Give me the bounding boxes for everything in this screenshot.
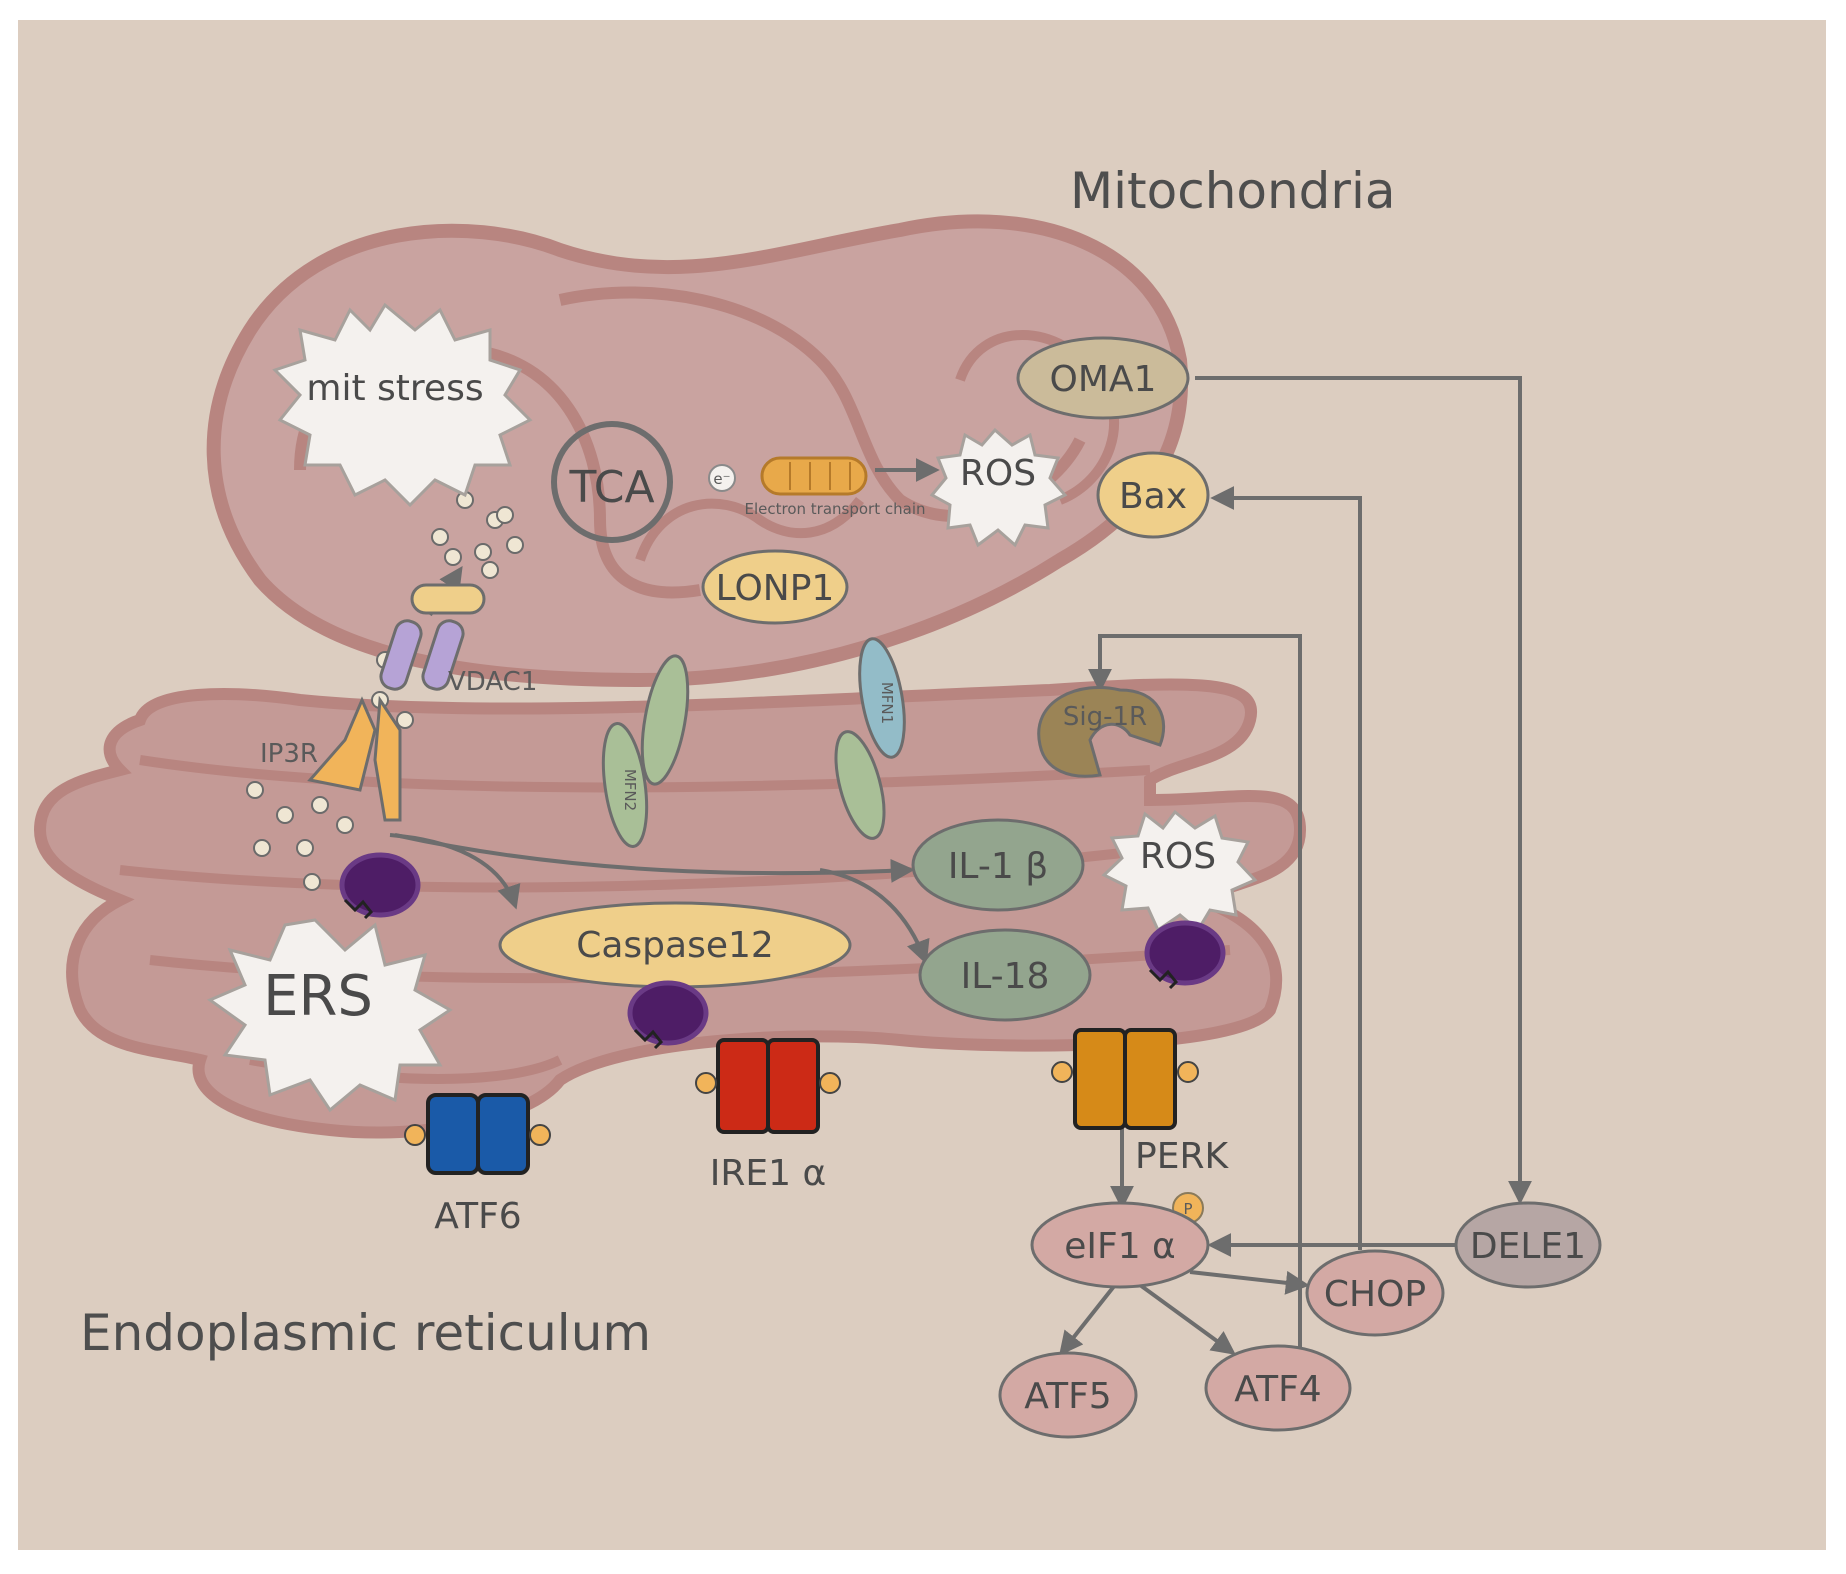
lonp1-node: LONP1 — [701, 549, 849, 625]
calcium-ions — [246, 491, 524, 891]
mfn2-label: MFN2 — [621, 769, 639, 811]
ros-mito-starburst: ROS — [929, 427, 1068, 548]
mitochondria-title: Mitochondria — [1070, 162, 1396, 220]
il1b-node: IL-1 β — [911, 818, 1085, 912]
tca-cycle: TCA — [551, 421, 673, 543]
eif1a-label: eIF1 α — [1064, 1226, 1176, 1267]
il1b-label: IL-1 β — [948, 846, 1048, 887]
chop-label: CHOP — [1324, 1274, 1426, 1315]
dele1-node: DELE1 — [1454, 1201, 1602, 1289]
atf5-node: ATF5 — [998, 1351, 1138, 1439]
perk-label: PERK — [1135, 1136, 1229, 1177]
mit-stress-label: mit stress — [306, 368, 483, 409]
misfolded-proteins — [339, 852, 1226, 1050]
bax-label: Bax — [1119, 476, 1187, 517]
electron-label: e⁻ — [713, 470, 730, 488]
er-title: Endoplasmic reticulum — [80, 1304, 651, 1362]
vdac1-channel: VDAC1 — [379, 583, 537, 697]
mfn2-tether: MFN2 — [601, 654, 690, 848]
oma1-label: OMA1 — [1050, 359, 1157, 400]
dele1-label: DELE1 — [1470, 1226, 1586, 1267]
bax-node: Bax — [1096, 451, 1210, 539]
il18-label: IL-18 — [961, 956, 1050, 997]
ros-er-label: ROS — [1140, 836, 1216, 877]
ip3r-label: IP3R — [260, 739, 318, 769]
atf6-label: ATF6 — [434, 1196, 521, 1237]
electron-transport-chain: e⁻ Electron transport chain — [708, 456, 926, 518]
ire1a-sensor: IRE1 α — [695, 1038, 841, 1194]
sig1r-label: Sig-1R — [1063, 702, 1147, 732]
atf4-node: ATF4 — [1204, 1344, 1352, 1432]
eif1a-node: eIF1 α — [1030, 1201, 1210, 1289]
sig1r-node: Sig-1R — [1037, 685, 1166, 778]
ers-starburst: ERS — [206, 918, 453, 1113]
caspase12-node: Caspase12 — [498, 901, 852, 989]
lonp1-label: LONP1 — [716, 568, 835, 609]
atf4-label: ATF4 — [1234, 1369, 1321, 1410]
ire1a-label: IRE1 α — [710, 1153, 826, 1194]
etc-label: Electron transport chain — [745, 500, 926, 518]
atf6-sensor: ATF6 — [404, 1093, 551, 1237]
mit-stress-starburst: mit stress — [272, 302, 533, 508]
vdac1-label: VDAC1 — [448, 667, 537, 697]
ers-label: ERS — [263, 964, 373, 1029]
mfn1-label: MFN1 — [878, 682, 896, 724]
ip3r-receptor: IP3R — [260, 695, 402, 822]
atf5-label: ATF5 — [1024, 1376, 1111, 1417]
ros-er-starburst: ROS — [1101, 809, 1258, 933]
caspase12-label: Caspase12 — [576, 925, 774, 966]
oma1-node: OMA1 — [1016, 336, 1190, 420]
tca-label: TCA — [568, 462, 654, 513]
il18-node: IL-18 — [918, 928, 1092, 1022]
perk-sensor: PERK — [1051, 1028, 1229, 1177]
chop-node: CHOP — [1305, 1249, 1445, 1337]
phosphate-label: P — [1183, 1200, 1192, 1218]
ros-mito-label: ROS — [960, 453, 1036, 494]
mfn1-tether: MFN1 — [834, 637, 906, 840]
